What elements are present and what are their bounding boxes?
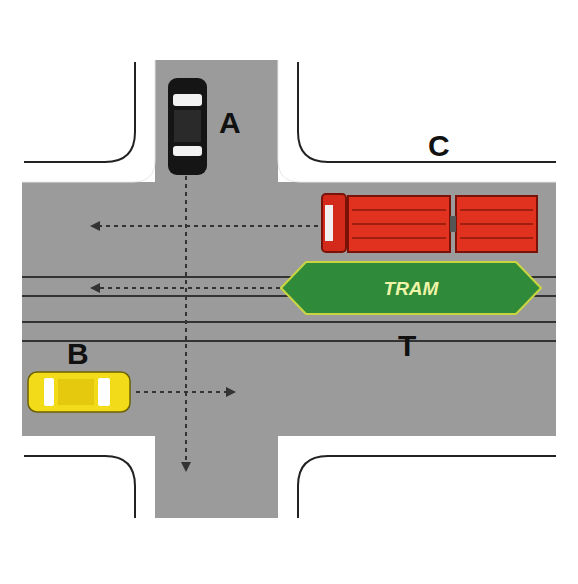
vehicle-letter: A xyxy=(219,108,241,138)
curb-edges xyxy=(22,60,556,182)
vehicle-letter: T xyxy=(398,331,416,361)
truck-c xyxy=(322,194,537,252)
car-a xyxy=(168,78,207,175)
curb-lines xyxy=(24,62,556,518)
road-surface xyxy=(22,60,556,518)
vehicle-letter: B xyxy=(67,339,89,369)
tram-outline xyxy=(281,262,541,314)
path-arrowheads xyxy=(90,221,236,472)
car-b xyxy=(28,372,130,412)
vehicle-name: TRAM xyxy=(384,279,439,298)
tram-shape: TRAM xyxy=(280,261,542,315)
vehicle-letter: C xyxy=(428,131,450,161)
path-lines xyxy=(98,176,318,462)
